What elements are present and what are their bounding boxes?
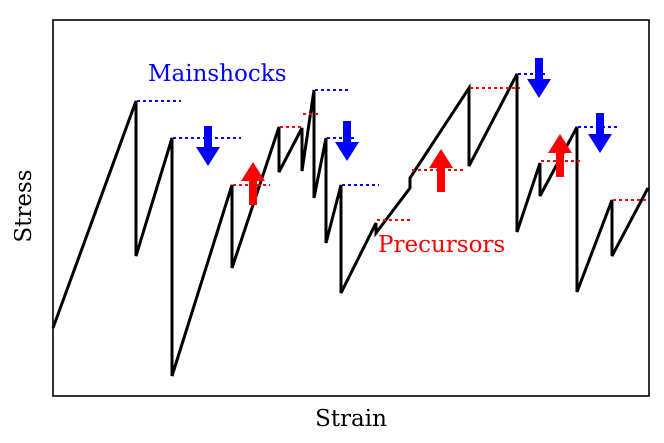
mainshocks-label: Mainshocks xyxy=(148,61,287,87)
precursors-label: Precursors xyxy=(378,232,505,258)
arrow-down-icon xyxy=(196,126,220,166)
x-axis-label: Strain xyxy=(315,406,387,432)
plot-frame xyxy=(52,19,650,397)
mainshock-arrows xyxy=(196,58,612,166)
arrow-down-icon xyxy=(335,121,359,161)
arrow-up-icon xyxy=(429,149,453,192)
arrow-down-icon xyxy=(527,58,551,98)
precursor-arrows xyxy=(241,134,572,205)
arrow-up-icon xyxy=(241,162,265,205)
arrow-down-icon xyxy=(588,113,612,153)
stress-strain-curve xyxy=(51,73,650,377)
y-axis-label: Stress xyxy=(11,169,37,242)
arrow-up-icon xyxy=(548,134,572,177)
